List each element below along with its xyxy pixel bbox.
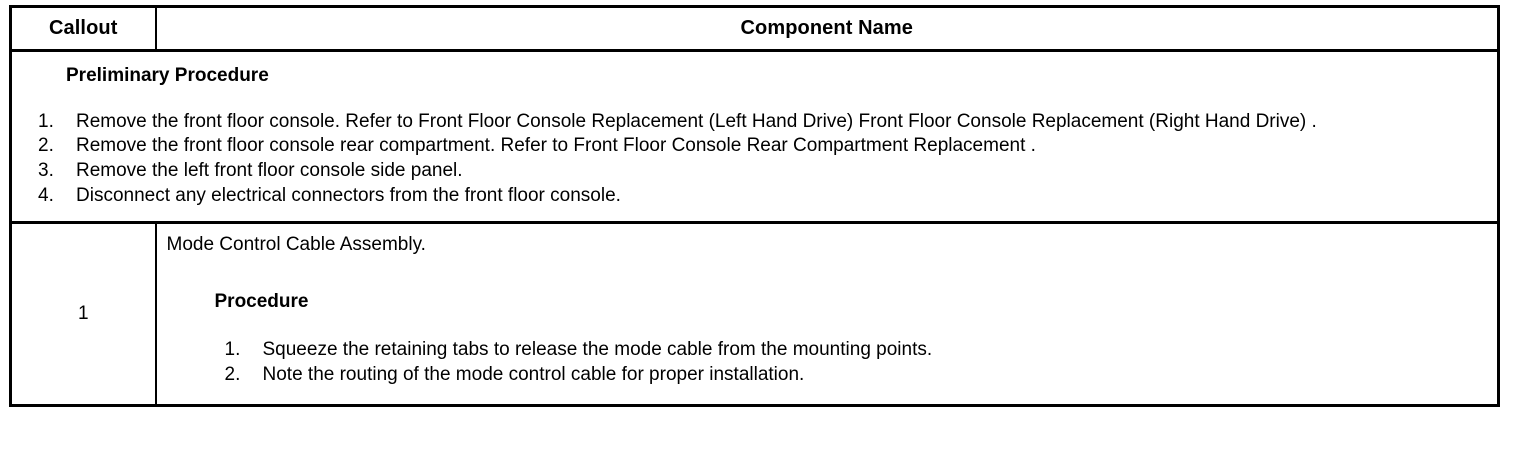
preliminary-procedure-cell: Preliminary Procedure 1. Remove the fron… xyxy=(10,50,1499,224)
list-marker: 3. xyxy=(38,160,54,182)
list-item-text: Remove the left front floor console side… xyxy=(76,160,463,182)
list-item: 1. Squeeze the retaining tabs to release… xyxy=(167,338,1488,363)
component-callout-table: Callout Component Name Preliminary Proce… xyxy=(9,5,1500,407)
table-header-row: Callout Component Name xyxy=(10,6,1499,52)
component-name-text: Mode Control Cable Assembly. xyxy=(166,233,426,255)
list-item-text: Disconnect any electrical connectors fro… xyxy=(76,184,621,206)
component-detail-cell: Mode Control Cable Assembly. Procedure 1… xyxy=(155,222,1499,405)
list-marker: 2. xyxy=(38,135,54,157)
preliminary-procedure-title: Preliminary Procedure xyxy=(66,65,269,86)
list-item-text: Remove the front floor console rear comp… xyxy=(76,135,1036,157)
column-header-callout: Callout xyxy=(10,6,157,52)
preliminary-procedure-row: Preliminary Procedure 1. Remove the fron… xyxy=(10,50,1499,224)
list-item-text: Note the routing of the mode control cab… xyxy=(262,363,805,385)
list-item-text: Remove the front floor console. Refer to… xyxy=(76,110,1317,132)
list-item-text: Squeeze the retaining tabs to release th… xyxy=(262,338,933,360)
list-item: 4. Disconnect any electrical connectors … xyxy=(24,184,1487,209)
table-row: 1 Mode Control Cable Assembly. Procedure… xyxy=(10,222,1499,405)
list-marker: 1. xyxy=(224,338,241,360)
callout-number: 1 xyxy=(10,222,157,405)
procedure-title: Procedure xyxy=(214,291,309,313)
list-item: 2. Note the routing of the mode control … xyxy=(167,363,1488,388)
preliminary-procedure-list: 1. Remove the front floor console. Refer… xyxy=(24,110,1487,209)
list-marker: 2. xyxy=(224,363,241,385)
list-item: 2. Remove the front floor console rear c… xyxy=(24,134,1487,159)
list-item: 3. Remove the left front floor console s… xyxy=(24,159,1487,184)
column-header-component-name: Component Name xyxy=(155,6,1499,52)
list-marker: 1. xyxy=(38,110,54,132)
list-marker: 4. xyxy=(38,184,54,206)
procedure-list: 1. Squeeze the retaining tabs to release… xyxy=(167,338,1488,387)
list-item: 1. Remove the front floor console. Refer… xyxy=(24,110,1487,135)
